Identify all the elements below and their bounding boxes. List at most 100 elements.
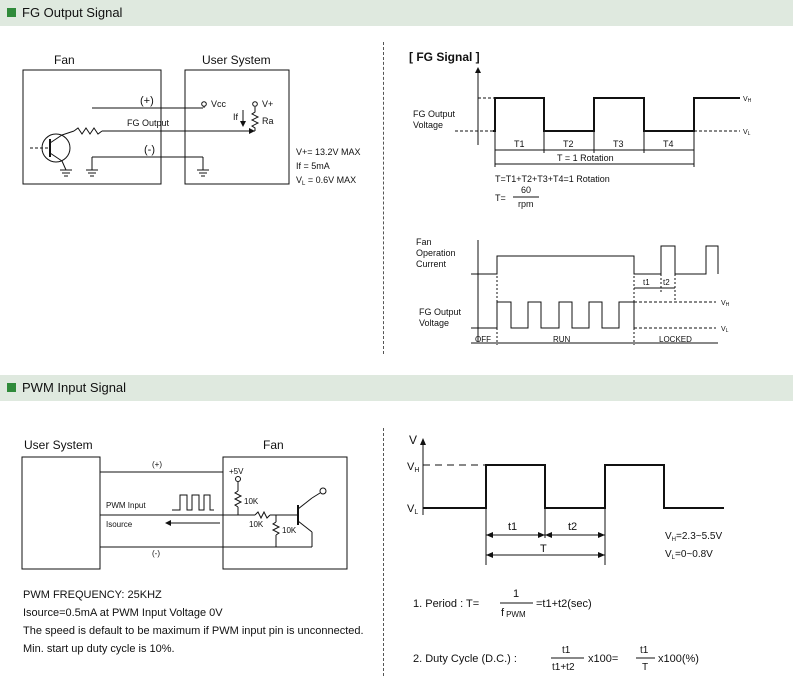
- dimension-lines: [485, 508, 606, 565]
- pwm-note: Isource=0.5mA at PWM Input Voltage 0V: [23, 607, 223, 619]
- fg-signal-diagram: [ FG Signal ] FG Output Voltage VH VL T1…: [409, 50, 752, 345]
- formula-denominator: rpm: [518, 199, 534, 209]
- voltage-label: Voltage: [413, 120, 443, 130]
- arrow-right-icon: [538, 532, 545, 538]
- if-label: If: [233, 112, 239, 122]
- arrow-left-icon: [486, 532, 493, 538]
- duty-formula-label: 2. Duty Cycle (D.C.) :: [413, 653, 517, 665]
- fg-locked-waveform: [471, 301, 635, 329]
- r1-label: 10K: [244, 497, 259, 506]
- duty-numerator-2: t1: [640, 645, 649, 656]
- vh-label: VH: [407, 461, 419, 474]
- period-numerator: 1: [513, 588, 519, 600]
- run-label: RUN: [553, 335, 571, 344]
- dashed-guides: [496, 256, 676, 345]
- v5-label: +5V: [229, 467, 244, 476]
- arrow-icon: [249, 128, 255, 134]
- voltage-label: Voltage: [419, 318, 449, 328]
- user-system-label: User System: [24, 438, 93, 452]
- t2-label: t2: [663, 278, 670, 287]
- arrow-up-icon: [475, 67, 481, 73]
- formula-t-lhs: T=: [495, 193, 506, 203]
- spec-vl: VL = 0.6V MAX: [296, 175, 356, 187]
- vplus-label: V+: [262, 99, 273, 109]
- pwm-input-label: PWM Input: [106, 501, 146, 510]
- resistor-icon: [233, 490, 243, 508]
- fan-current-waveform: [471, 245, 719, 275]
- minus-label: (-): [144, 144, 155, 156]
- spec-if: If = 5mA: [296, 161, 330, 171]
- fan-op-label-3: Current: [416, 259, 447, 269]
- resistor-icon: [73, 127, 103, 135]
- ra-label: Ra: [262, 116, 274, 126]
- rotation-label: T = 1 Rotation: [557, 153, 614, 163]
- formula-rotation: T=T1+T2+T3+T4=1 Rotation: [495, 174, 610, 184]
- arrow-right-icon: [598, 532, 605, 538]
- duty-mid: x100=: [588, 653, 618, 665]
- pwm-section-title: PWM Input Signal: [22, 380, 127, 395]
- vertical-divider: [383, 42, 385, 354]
- vl-label: VL: [743, 129, 751, 137]
- arrow-right-icon: [598, 552, 605, 558]
- vh-label: VH: [743, 96, 752, 104]
- fg-signal-title: [ FG Signal ]: [409, 50, 480, 64]
- fan-box: [22, 69, 162, 185]
- t4-label: T4: [663, 139, 674, 149]
- ra-resistor: [250, 107, 260, 131]
- fg-circuit-diagram: Fan User System (+) Vcc FG Output V+ Ra …: [22, 53, 361, 187]
- v-axis-label: V: [409, 433, 417, 447]
- user-system-box: [184, 69, 290, 185]
- vcc-terminal: [201, 101, 207, 107]
- vh-label: VH: [721, 300, 730, 308]
- arrow-up-icon: [420, 438, 426, 445]
- arrow-left-icon: [545, 532, 552, 538]
- pwm-circuit-diagram: User System Fan (+) PWM Input Isource (-…: [21, 438, 348, 570]
- locked-label: LOCKED: [659, 335, 692, 344]
- t1-label: t1: [643, 278, 650, 287]
- vplus-terminal: [252, 101, 258, 107]
- duty-denominator-2: T: [642, 662, 648, 673]
- emitter-lead: [297, 520, 313, 533]
- pwm-waveform: [423, 464, 724, 509]
- user-system-label: User System: [202, 53, 271, 67]
- bullet-square-icon: [7, 383, 16, 392]
- isource-label: Isource: [106, 520, 133, 529]
- resistor-icon: [271, 521, 281, 536]
- vertical-divider: [383, 428, 385, 676]
- off-label: OFF: [475, 335, 491, 344]
- vl-label: VL: [721, 326, 729, 334]
- dimension-lines: [494, 131, 695, 167]
- period-formula-rest: =t1+t2(sec): [536, 598, 592, 610]
- pulse-icon: [172, 494, 214, 511]
- t1-label: t1: [508, 521, 517, 533]
- vl-label: VL: [407, 503, 418, 516]
- emitter-lead: [49, 152, 63, 162]
- arrow-down-icon: [240, 121, 246, 127]
- fan-op-label-1: Fan: [416, 237, 432, 247]
- duty-denominator-1: t1+t2: [552, 662, 575, 673]
- collector-wire: [311, 492, 321, 499]
- pwm-note: Min. start up duty cycle is 10%.: [23, 643, 175, 655]
- collector-lead: [49, 134, 63, 144]
- plus-label: (+): [152, 460, 162, 469]
- pwm-waveform-diagram: V VH VL t1 t2 T VH=2.3~5.5V VL=0~0.8V 1.…: [407, 433, 724, 673]
- fan-label: Fan: [263, 438, 284, 452]
- spec-vl: VL=0~0.8V: [665, 549, 713, 561]
- duty-rest: x100(%): [658, 653, 699, 665]
- resistor-icon: [254, 510, 271, 520]
- fg-output-label: FG Output: [419, 307, 462, 317]
- pwm-note: PWM FREQUENCY: 25KHZ: [23, 589, 162, 601]
- minus-label: (-): [152, 549, 160, 558]
- fan-box: [222, 456, 348, 570]
- spec-vplus: V+= 13.2V MAX: [296, 147, 361, 157]
- r3-label: 10K: [282, 526, 297, 535]
- fg-output-label: FG Output: [127, 118, 170, 128]
- t2-label: T2: [563, 139, 574, 149]
- t1-label: T1: [514, 139, 525, 149]
- spec-vh: VH=2.3~5.5V: [665, 531, 722, 543]
- period-label: T: [540, 543, 547, 555]
- duty-numerator-1: t1: [562, 645, 571, 656]
- fg-section-title: FG Output Signal: [22, 5, 123, 20]
- t2-label: t2: [568, 521, 577, 533]
